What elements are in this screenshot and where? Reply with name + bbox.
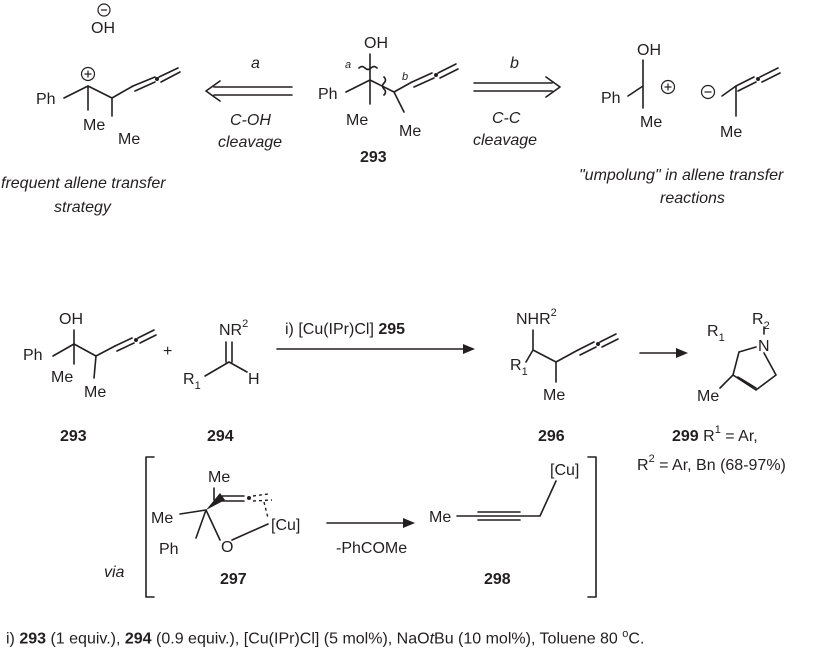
right-caption-line2: reactions <box>660 190 725 207</box>
compound-299-line2: R2 = Ar, Bn (68-97%) <box>637 453 786 474</box>
arrow-b-line2: cleavage <box>473 132 537 149</box>
allenyl-anion-fragment: Me <box>700 67 781 141</box>
compound-number-293: 293 <box>60 428 87 445</box>
hydroxyl-label: OH <box>637 42 661 59</box>
r1-label: R1 <box>183 371 201 392</box>
byproduct-label: -PhCOMe <box>336 540 407 557</box>
intermediate-bracket <box>145 456 597 598</box>
bond-b-label: b <box>402 71 408 83</box>
compound-number-296: 296 <box>538 428 565 445</box>
retro-arrow-a: a C-OH cleavage <box>205 55 293 151</box>
methyl-label: Me <box>543 387 565 404</box>
phenyl-label: Ph <box>159 541 179 558</box>
hydrogen-label: H <box>248 371 260 388</box>
hydroxyl-label: OH <box>59 311 83 328</box>
r1-label: R1 <box>707 323 725 344</box>
methyl-label: Me <box>640 114 662 131</box>
left-caption-line2: strategy <box>54 199 112 216</box>
reaction-conditions-footnote: i) 293 (1 equiv.), 294 (0.9 equiv.), [Cu… <box>6 628 645 648</box>
hydroxide-label: OH <box>91 20 115 37</box>
phenyl-label: Ph <box>23 347 43 364</box>
hydroxyl-label: OH <box>364 35 388 52</box>
imine-nr-label: NR2 <box>219 318 248 339</box>
negative-charge-icon <box>700 84 716 100</box>
retro-arrow-b: b C-C cleavage <box>473 55 561 149</box>
compound-294: NR2 R1 H 294 <box>183 318 260 445</box>
methyl-label: Me <box>697 388 719 405</box>
compound-297: Me Me Ph O [Cu] 297 <box>151 469 300 588</box>
reaction-conditions-label: i) [Cu(IPr)Cl] 295 <box>285 321 405 338</box>
arrow-a-line2: cleavage <box>218 134 282 151</box>
cyclization-arrow <box>639 348 688 358</box>
arrow-b-line1: C-C <box>492 110 521 127</box>
r1-label: R1 <box>510 357 528 378</box>
amine-label: NHR2 <box>516 307 557 328</box>
oxygen-label: O <box>221 539 233 556</box>
phenyl-label: Ph <box>601 90 621 107</box>
compound-number-293: 293 <box>360 149 387 166</box>
methyl-label: Me <box>346 112 368 129</box>
arrow-a-line1: C-OH <box>230 112 271 129</box>
methyl-label: Me <box>399 123 421 140</box>
compound-299: R1 R2 N Me 299 R1 = Ar, R2 = Ar, Bn (68-… <box>637 311 786 474</box>
nitrogen-label: N <box>758 338 770 355</box>
plus-sign: + <box>163 343 172 360</box>
r2-label: R2 <box>752 311 770 332</box>
arrow-a-letter: a <box>251 55 260 72</box>
compound-number-297: 297 <box>220 571 247 588</box>
left-caption-line1: frequent allene transfer <box>1 175 166 192</box>
copper-label: [Cu] <box>550 462 579 479</box>
transmetalation-arrow: -PhCOMe <box>326 518 415 557</box>
compound-number-294: 294 <box>207 428 234 445</box>
positive-charge-icon <box>660 79 676 95</box>
ketone-cation-fragment: OH Ph Me <box>601 42 676 131</box>
arrow-b-letter: b <box>510 55 519 72</box>
compound-number-298: 298 <box>484 571 511 588</box>
negative-charge-icon <box>97 3 111 17</box>
positive-charge-icon <box>80 66 96 82</box>
methyl-label: Me <box>83 117 105 134</box>
via-label: via <box>104 564 125 581</box>
methyl-label: Me <box>720 124 742 141</box>
allenyl-cation-structure: Ph Me Me <box>36 66 181 148</box>
hydroxide-anion: OH <box>91 3 115 37</box>
methyl-label: Me <box>429 509 451 526</box>
compound-296: NHR2 R1 Me 296 <box>510 307 619 445</box>
compound-299-line1: 299 R1 = Ar, <box>672 424 758 445</box>
compound-293-top: OH Ph Me Me a b 293 <box>318 35 459 166</box>
reaction-arrow: i) [Cu(IPr)Cl] 295 <box>276 321 475 354</box>
copper-label: [Cu] <box>271 517 300 534</box>
phenyl-label: Ph <box>318 86 338 103</box>
bond-a-label: a <box>345 59 351 71</box>
compound-298: Me [Cu] 298 <box>429 462 579 588</box>
methyl-label: Me <box>208 469 230 486</box>
methyl-label: Me <box>51 369 73 386</box>
phenyl-label: Ph <box>36 91 56 108</box>
methyl-label: Me <box>84 384 106 401</box>
compound-293-bottom: OH Ph Me Me 293 <box>23 311 157 445</box>
right-caption-line1: "umpolung" in allene transfer <box>579 167 784 184</box>
methyl-label: Me <box>151 510 173 527</box>
methyl-label: Me <box>118 131 140 148</box>
